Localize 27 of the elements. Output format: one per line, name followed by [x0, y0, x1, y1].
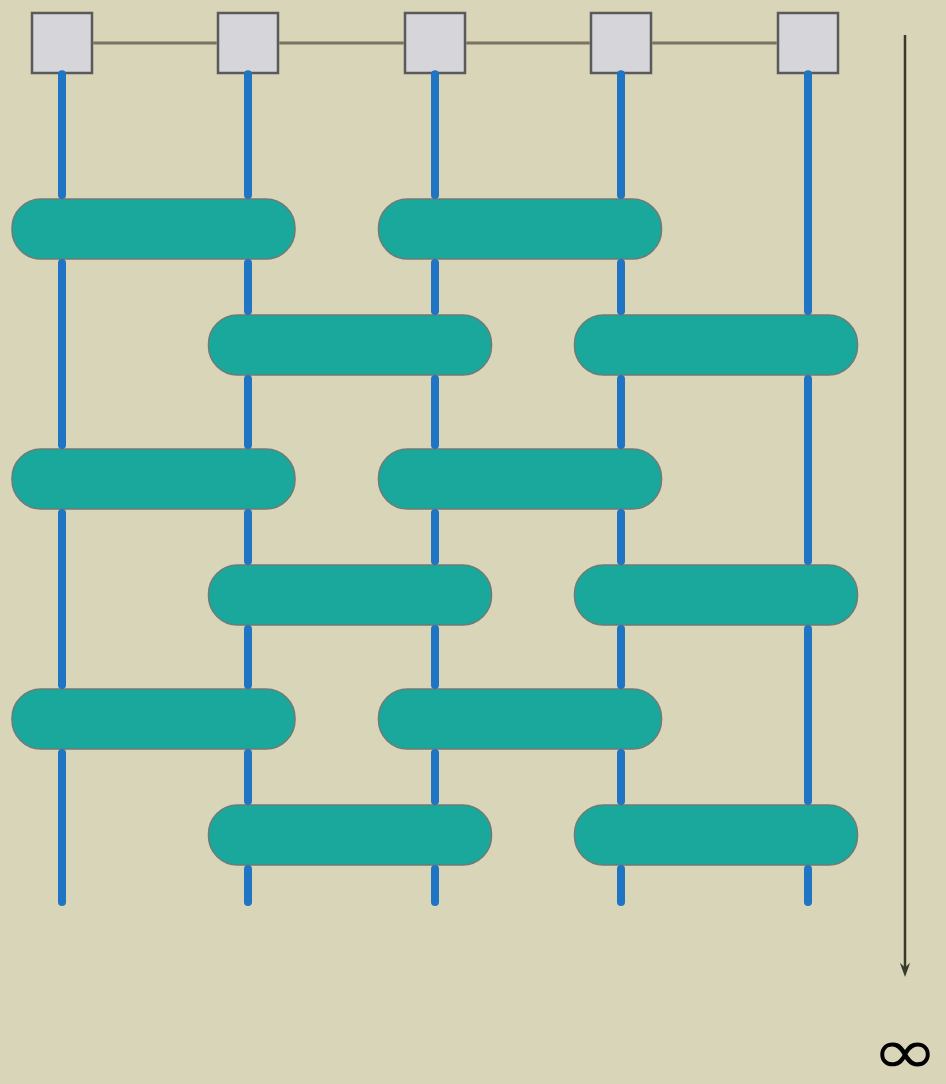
square-node: [30, 11, 94, 75]
connector-line: [466, 41, 590, 45]
lifeline: [431, 70, 439, 906]
lifeline: [617, 70, 625, 906]
pill-bar: [573, 564, 859, 626]
pill-bar: [377, 448, 663, 510]
connector-line: [279, 41, 404, 45]
pill-bar: [11, 448, 296, 510]
pill-bar: [207, 564, 493, 626]
square-node: [776, 11, 840, 75]
pill-bar: [11, 688, 296, 750]
square-node: [589, 11, 653, 75]
pill-bar: [11, 198, 296, 260]
lifeline: [244, 70, 252, 906]
lifeline: [58, 70, 66, 906]
pill-bar: [573, 314, 859, 376]
connector-line: [652, 41, 777, 45]
pill-bar: [207, 804, 493, 866]
pill-bar: [377, 688, 663, 750]
connector-line: [93, 41, 217, 45]
square-node: [216, 11, 280, 75]
lifeline: [804, 70, 812, 906]
pill-bar: [207, 314, 493, 376]
pill-bar: [377, 198, 663, 260]
infinity-sign: ∞: [880, 1042, 930, 1067]
square-node: [403, 11, 467, 75]
pill-bar: [573, 804, 859, 866]
